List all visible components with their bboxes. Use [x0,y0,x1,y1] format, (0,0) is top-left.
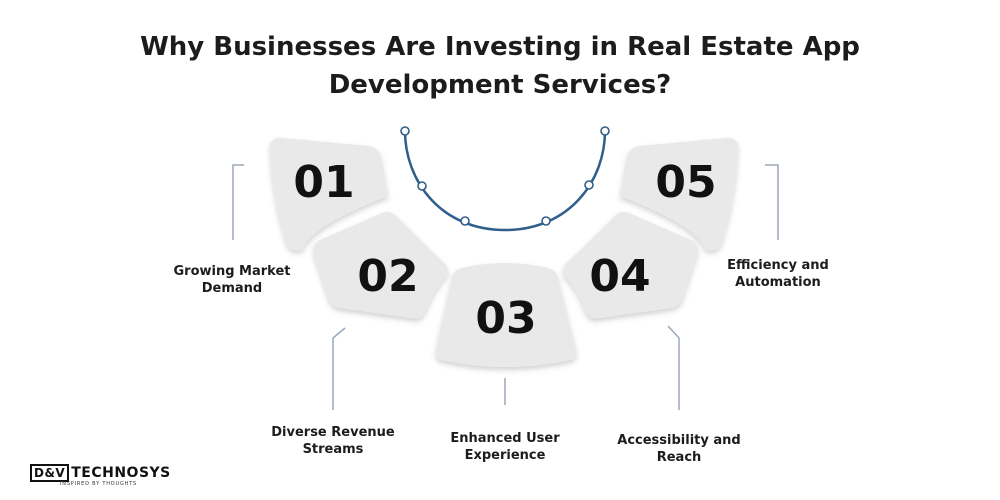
logo-mark: D&V [30,464,70,482]
step-label-05: Efficiency and Automation [727,258,829,290]
step-number-01: 01 [293,157,354,208]
card-04 [563,212,698,319]
card-05 [620,137,738,251]
arc-node [400,126,410,136]
page-title: Why Businesses Are Investing in Real Est… [0,28,1000,104]
connector-05 [765,164,779,240]
logo-name: TECHNOSYS [71,465,171,481]
step-number-02: 02 [357,251,418,302]
step-number-05: 05 [655,157,716,208]
step-label-01: Growing Market Demand [173,264,291,296]
step-number-04: 04 [589,251,650,302]
connector-01 [232,164,244,240]
title-line-2: Development Services? [328,70,672,100]
step-label-03: Enhanced User Experience [450,431,560,463]
card-03 [435,263,577,367]
step-label-04: Accessibility and Reach [617,433,741,465]
card-01 [270,137,388,251]
step-number-03: 03 [475,293,536,344]
step-label-02: Diverse Revenue Streams [271,425,395,457]
arc-node [460,216,470,226]
connector-04 [667,325,680,410]
arc-node [417,181,427,191]
arc-node [541,216,551,226]
logo-tagline: INSPIRED BY THOUGHTS [60,481,138,487]
arc-node [584,180,594,190]
arc-node [600,126,610,136]
center-arc [400,126,610,232]
title-line-1: Why Businesses Are Investing in Real Est… [140,32,860,62]
connector-lines [232,164,779,410]
card-02 [313,212,448,319]
connector-02 [332,327,346,410]
